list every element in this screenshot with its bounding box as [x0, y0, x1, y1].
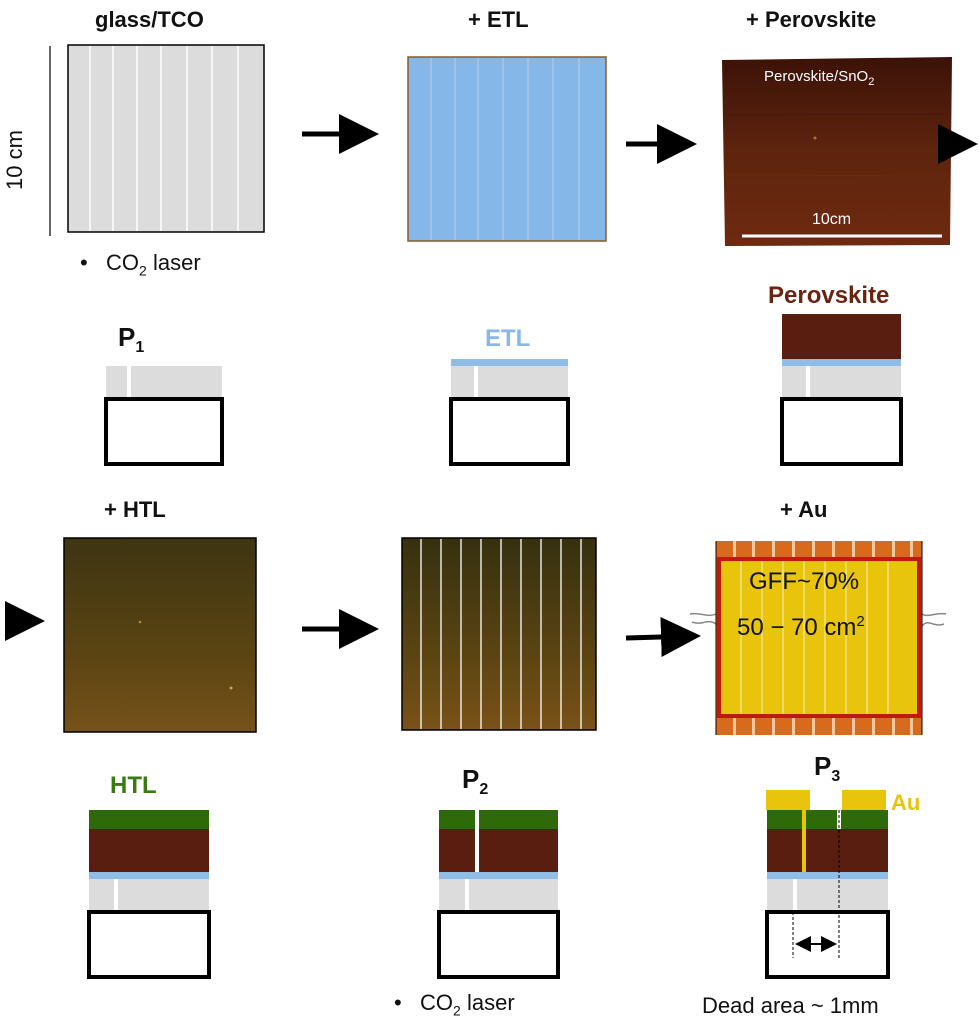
etl-coated-substrate — [407, 56, 607, 242]
stack-label-p3: P3 — [814, 751, 841, 786]
co2-laser-note-1: • CO2 laser — [80, 250, 201, 279]
stack-label-p1: P1 — [118, 322, 145, 357]
au-layer-label: Au — [891, 790, 921, 815]
gff-label: GFF~70% — [749, 568, 860, 595]
stack-p3 — [765, 790, 890, 979]
process-arrow — [625, 617, 701, 657]
stack-p1 — [104, 366, 224, 466]
step-title-au: + Au — [780, 497, 828, 522]
perovskite-photo-label: Perovskite/SnO2 — [764, 68, 875, 88]
stack-label-perovskite: Perovskite — [768, 282, 890, 309]
au-module — [689, 541, 947, 735]
step-title-perovskite: + Perovskite — [746, 7, 877, 32]
step-title-etl: + ETL — [468, 7, 529, 32]
stack-p2 — [437, 810, 560, 979]
stack-perovskite — [780, 314, 903, 466]
p2-scribed-photo — [401, 537, 597, 731]
step-title-glass-tco: glass/TCO — [95, 7, 204, 32]
htl-photo — [63, 537, 257, 733]
area-label: 50 − 70 cm2 — [737, 613, 865, 641]
dead-area-caption: Dead area ~ 1mm — [702, 993, 879, 1018]
stack-htl — [87, 810, 211, 979]
glass-tco-substrate — [67, 44, 265, 233]
step-title-htl: + HTL — [104, 497, 166, 522]
scale-label-10cm: 10 cm — [2, 130, 27, 190]
active-area-frame — [717, 557, 921, 718]
stack-label-etl: ETL — [485, 325, 531, 352]
perovskite-scale-label: 10cm — [812, 211, 852, 228]
co2-laser-note-2: • CO2 laser — [394, 990, 515, 1019]
stack-label-htl: HTL — [110, 772, 157, 799]
stack-etl — [449, 359, 570, 466]
stack-label-p2: P2 — [462, 764, 489, 799]
perovskite-photo — [722, 57, 952, 246]
